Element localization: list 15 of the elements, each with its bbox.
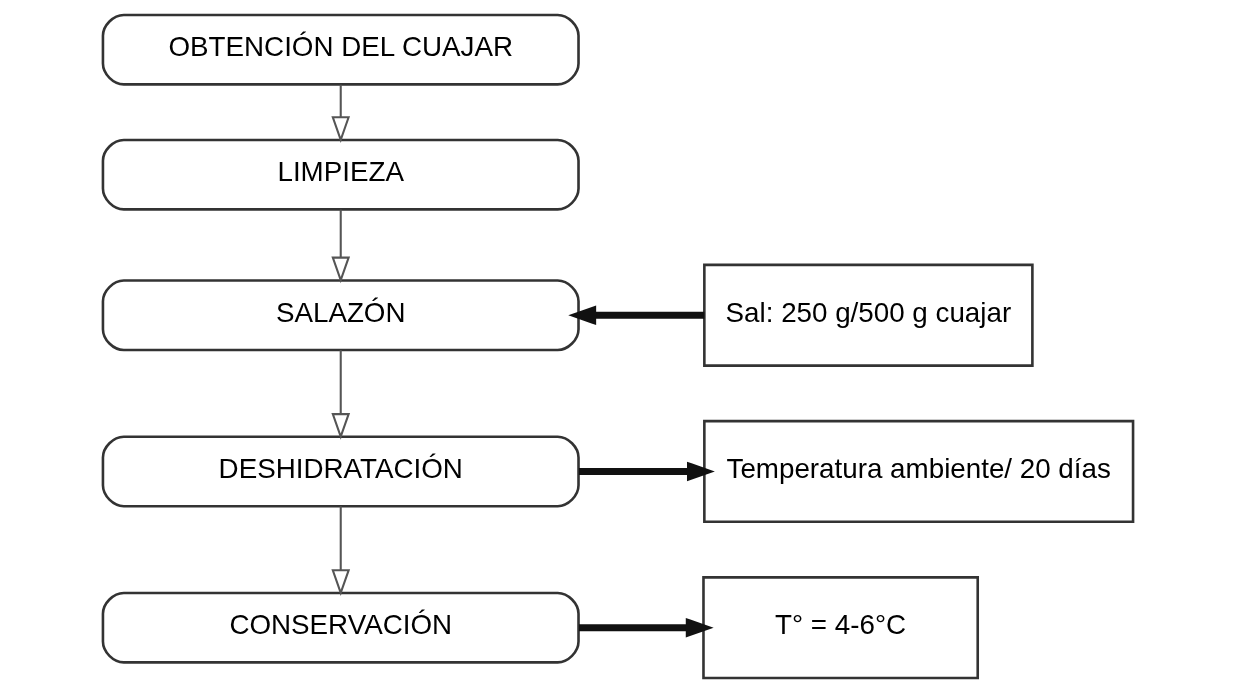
- node-box: SALAZÓN: [101, 279, 580, 352]
- arrow: [331, 506, 351, 596]
- node-box: T° = 4-6°C: [702, 576, 979, 680]
- arrow: [578, 461, 715, 482]
- node-box: Sal: 250 g/500 g cuajar: [703, 263, 1034, 367]
- arrow: [331, 84, 351, 143]
- node-box: CONSERVACIÓN: [101, 591, 580, 664]
- node-box: OBTENCIÓN DEL CUAJAR: [101, 13, 580, 86]
- arrow: [578, 617, 714, 638]
- arrow: [331, 350, 351, 440]
- node-box: LIMPIEZA: [101, 138, 580, 211]
- arrow: [331, 209, 351, 284]
- node-box: Temperatura ambiente/ 20 días: [703, 419, 1135, 524]
- arrow: [568, 305, 705, 325]
- node-box: DESHIDRATACIÓN: [101, 435, 580, 508]
